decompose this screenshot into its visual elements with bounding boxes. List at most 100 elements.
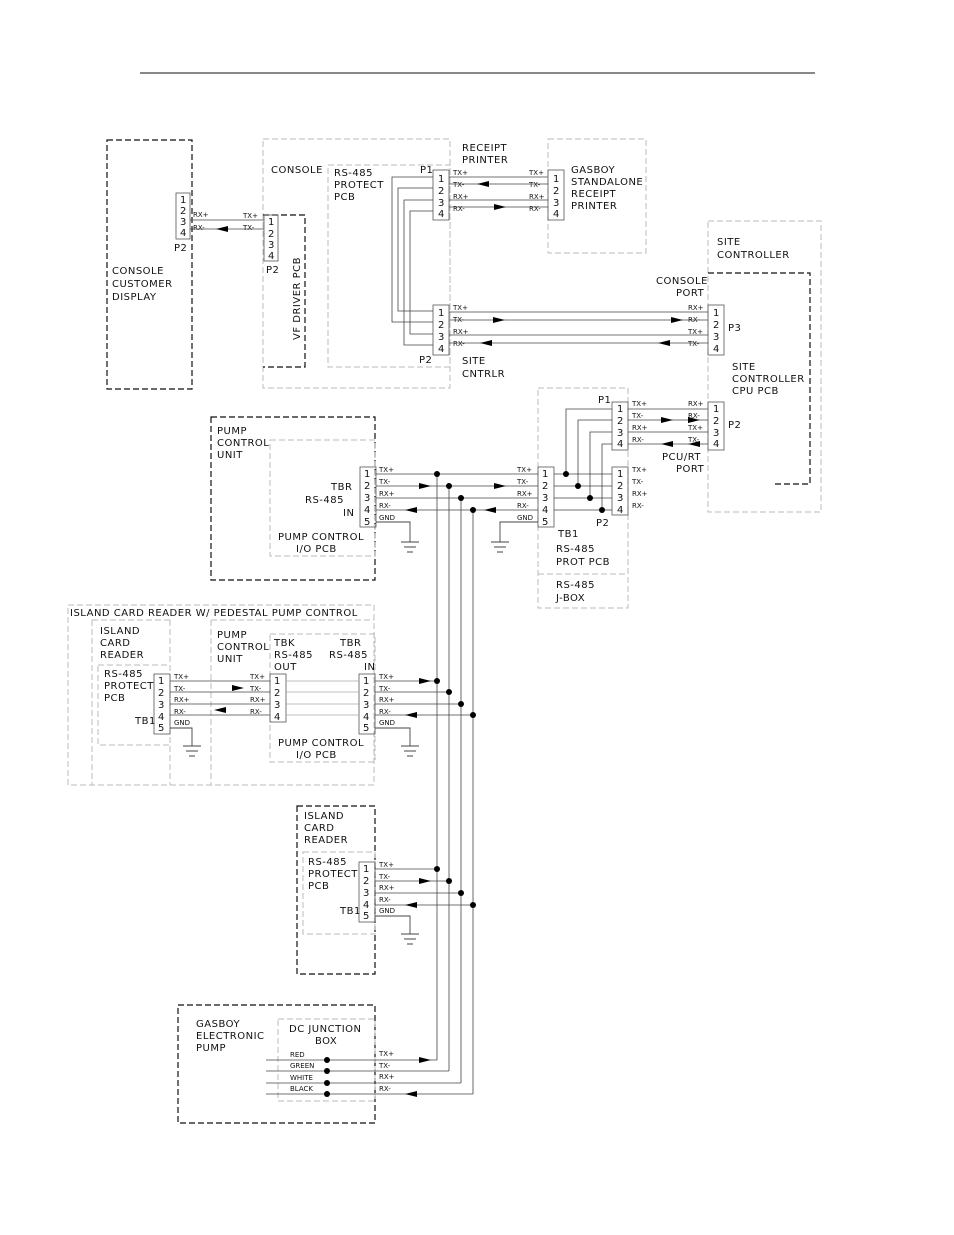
svg-text:RX-: RX- — [193, 224, 205, 232]
svg-text:PRINTER: PRINTER — [462, 155, 508, 166]
svg-text:1: 1 — [364, 469, 370, 480]
svg-text:4: 4 — [713, 344, 719, 355]
svg-text:RS-485: RS-485 — [308, 857, 347, 868]
svg-text:RS-485: RS-485 — [104, 669, 143, 680]
svg-text:3: 3 — [713, 428, 719, 439]
svg-text:3: 3 — [363, 700, 369, 711]
svg-text:4: 4 — [158, 712, 164, 723]
svg-text:PCU/RT: PCU/RT — [662, 452, 701, 463]
svg-text:TX+: TX+ — [452, 169, 468, 177]
svg-text:PUMP CONTROL: PUMP CONTROL — [278, 532, 364, 543]
svg-text:RS-485: RS-485 — [556, 544, 595, 555]
svg-text:3: 3 — [363, 888, 369, 899]
svg-text:CARD: CARD — [304, 823, 334, 834]
svg-text:PROTECT: PROTECT — [334, 180, 384, 191]
svg-text:3: 3 — [180, 217, 186, 228]
svg-text:TX-: TX- — [378, 478, 391, 486]
svg-text:RS-485: RS-485 — [274, 650, 313, 661]
svg-text:2: 2 — [274, 688, 280, 699]
svg-text:TX-: TX- — [687, 340, 700, 348]
svg-text:CONSOLE: CONSOLE — [656, 276, 708, 287]
svg-text:RX-: RX- — [529, 205, 541, 213]
svg-text:RS-485: RS-485 — [334, 168, 373, 179]
svg-text:RX+: RX+ — [688, 400, 704, 408]
svg-text:1: 1 — [363, 864, 369, 875]
svg-text:TBR: TBR — [339, 638, 361, 649]
svg-text:1: 1 — [438, 174, 444, 185]
svg-text:4: 4 — [617, 439, 623, 450]
svg-text:2: 2 — [617, 481, 623, 492]
svg-text:2: 2 — [364, 481, 370, 492]
svg-text:3: 3 — [542, 493, 548, 504]
svg-text:2: 2 — [542, 481, 548, 492]
svg-text:TX+: TX+ — [452, 304, 468, 312]
svg-text:5: 5 — [158, 723, 164, 734]
svg-text:RX-: RX- — [379, 708, 391, 716]
svg-text:TX+: TX+ — [528, 169, 544, 177]
svg-text:TX+: TX+ — [516, 466, 532, 474]
svg-text:P2: P2 — [728, 420, 741, 431]
svg-text:CONTROLLER: CONTROLLER — [717, 250, 790, 261]
svg-text:2: 2 — [617, 416, 623, 427]
svg-text:CONTROLLER: CONTROLLER — [732, 374, 805, 385]
svg-text:3: 3 — [438, 332, 444, 343]
svg-text:2: 2 — [363, 876, 369, 887]
svg-text:PUMP: PUMP — [217, 426, 247, 437]
svg-text:STANDALONE: STANDALONE — [571, 177, 643, 188]
svg-text:RX-: RX- — [379, 896, 391, 904]
svg-text:5: 5 — [363, 723, 369, 734]
svg-text:TX+: TX+ — [378, 673, 394, 681]
svg-text:RX+: RX+ — [632, 490, 648, 498]
svg-text:RECEIPT: RECEIPT — [571, 189, 617, 200]
svg-text:TX+: TX+ — [378, 861, 394, 869]
svg-text:RX+: RX+ — [174, 696, 190, 704]
svg-text:2: 2 — [713, 320, 719, 331]
svg-text:1: 1 — [274, 676, 280, 687]
svg-text:DC JUNCTION: DC JUNCTION — [289, 1024, 362, 1035]
svg-text:4: 4 — [363, 712, 369, 723]
svg-text:OUT: OUT — [274, 662, 297, 673]
svg-text:CPU PCB: CPU PCB — [732, 386, 779, 397]
display-vf-wires — [190, 219, 264, 232]
svg-text:SITE: SITE — [732, 362, 756, 373]
svg-text:RX+: RX+ — [453, 193, 469, 201]
svg-text:RS-485: RS-485 — [329, 650, 368, 661]
svg-text:2: 2 — [158, 688, 164, 699]
svg-text:1: 1 — [617, 469, 623, 480]
svg-text:SITE: SITE — [717, 237, 741, 248]
svg-text:TBR: TBR — [330, 482, 352, 493]
svg-text:TB1: TB1 — [557, 529, 579, 540]
island-pedestal: ISLAND CARD READER W/ PEDESTAL PUMP CONT… — [67, 604, 419, 786]
svg-text:GND: GND — [379, 514, 395, 522]
svg-text:TX-: TX- — [687, 436, 700, 444]
svg-text:1: 1 — [180, 195, 186, 206]
svg-text:RX-: RX- — [517, 502, 529, 510]
svg-text:3: 3 — [268, 240, 274, 251]
svg-text:RX+: RX+ — [379, 884, 395, 892]
svg-text:1: 1 — [553, 174, 559, 185]
svg-text:ISLAND: ISLAND — [100, 626, 140, 637]
svg-text:1: 1 — [158, 676, 164, 687]
svg-text:TX-: TX- — [528, 181, 541, 189]
vf-driver-pcb: 1 2 3 4 P2 TX+ TX- VF DRIVER PCB — [242, 212, 306, 368]
svg-text:1: 1 — [363, 676, 369, 687]
svg-text:3: 3 — [553, 198, 559, 209]
gasboy-pump: GASBOY ELECTRONIC PUMP DC JUNCTION BOX R… — [177, 1004, 473, 1124]
svg-text:RED: RED — [290, 1051, 305, 1059]
svg-text:RX-: RX- — [379, 502, 391, 510]
svg-text:2: 2 — [180, 206, 186, 217]
svg-text:TX-: TX- — [173, 685, 186, 693]
svg-text:3: 3 — [617, 493, 623, 504]
rs485-jbox: 1 2 3 4 5 TX+ TX- RX+ RX- GND TB1 P1 1 2… — [516, 387, 708, 609]
svg-text:P2: P2 — [419, 355, 432, 366]
svg-text:1: 1 — [542, 469, 548, 480]
svg-text:CUSTOMER: CUSTOMER — [112, 279, 173, 290]
svg-text:4: 4 — [363, 900, 369, 911]
site-controller: SITE CONTROLLER CONSOLE PORT 1 2 3 4 P3 … — [656, 220, 822, 513]
svg-text:TX+: TX+ — [687, 424, 703, 432]
svg-text:PORT: PORT — [676, 464, 705, 475]
ground-symbols-row1 — [376, 521, 538, 553]
svg-text:RX-: RX- — [688, 412, 700, 420]
svg-text:PUMP: PUMP — [196, 1043, 226, 1054]
svg-text:TX-: TX- — [378, 873, 391, 881]
